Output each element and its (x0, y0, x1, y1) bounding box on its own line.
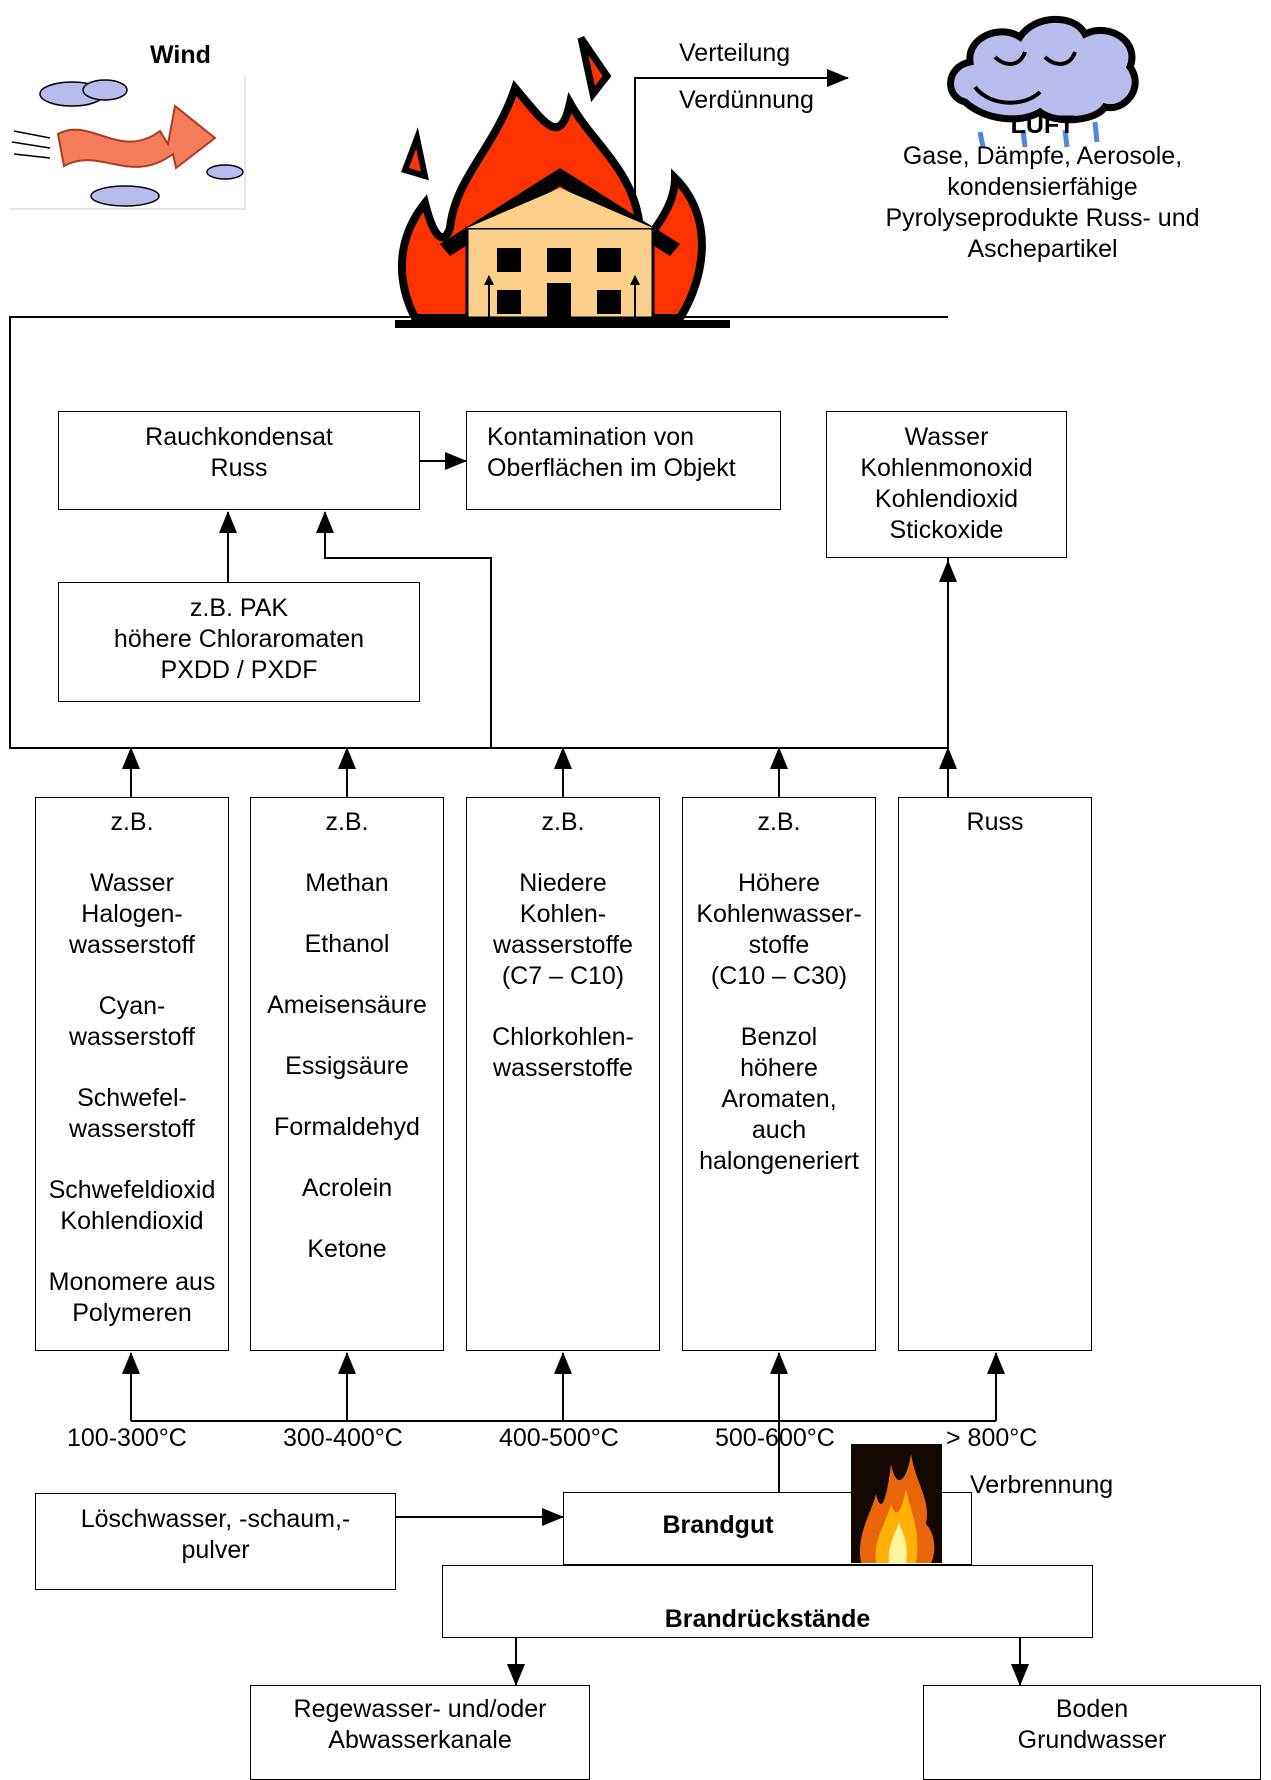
luft-description: Gase, Dämpfe, Aerosole, kondensierfähige… (885, 142, 1200, 263)
arrow-to-air (634, 69, 849, 198)
column-300-400: z.B. Methan Ethanol Ameisensäure Essigsä… (250, 797, 444, 1351)
rain-cloud-icon (947, 15, 1139, 148)
temp-label-1: 100-300°C (67, 1424, 187, 1452)
wind-label: Wind (150, 41, 211, 69)
verbrennung-label: Verbrennung (970, 1471, 1114, 1499)
temp-label-5: > 800°C (946, 1424, 1038, 1452)
temp-label-3: 400-500°C (499, 1424, 619, 1452)
boden-box: Boden Grundwasser (923, 1685, 1261, 1780)
luft-title: LUFT (1010, 111, 1075, 139)
brandrueckstaende-box: Brandrückstände (442, 1565, 1093, 1638)
loeschwasser-box: Löschwasser, -schaum,- pulver (35, 1493, 396, 1590)
arrow-to-rauchkondensat-right (316, 511, 492, 748)
column-500-600: z.B. Höhere Kohlenwasser- stoffe (C10 – … (682, 797, 876, 1351)
column-800: Russ (898, 797, 1092, 1351)
pak-box: z.B. PAK höhere Chloraromaten PXDD / PXD… (58, 582, 420, 702)
verteilung-label: Verteilung (679, 39, 791, 67)
verduennung-label: Verdünnung (679, 86, 814, 114)
kontamination-box: Kontamination von Oberflächen im Objekt (466, 411, 781, 510)
temp-label-4: 500-600°C (715, 1424, 835, 1452)
column-100-300: z.B. Wasser Halogen- wasserstoff Cyan- w… (35, 797, 229, 1351)
rauchkondensat-box: Rauchkondensat Russ (58, 411, 420, 510)
wind-icon (10, 76, 246, 210)
gases-box: Wasser Kohlenmonoxid Kohlendioxid Sticko… (826, 411, 1067, 558)
burning-house-icon (395, 36, 730, 328)
column-400-500: z.B. Niedere Kohlen- wasserstoffe (C7 – … (466, 797, 660, 1351)
fire-photo-icon (851, 1444, 942, 1563)
abwasser-box: Regewasser- und/oder Abwasserkanale (250, 1685, 590, 1780)
temp-label-2: 300-400°C (283, 1424, 403, 1452)
